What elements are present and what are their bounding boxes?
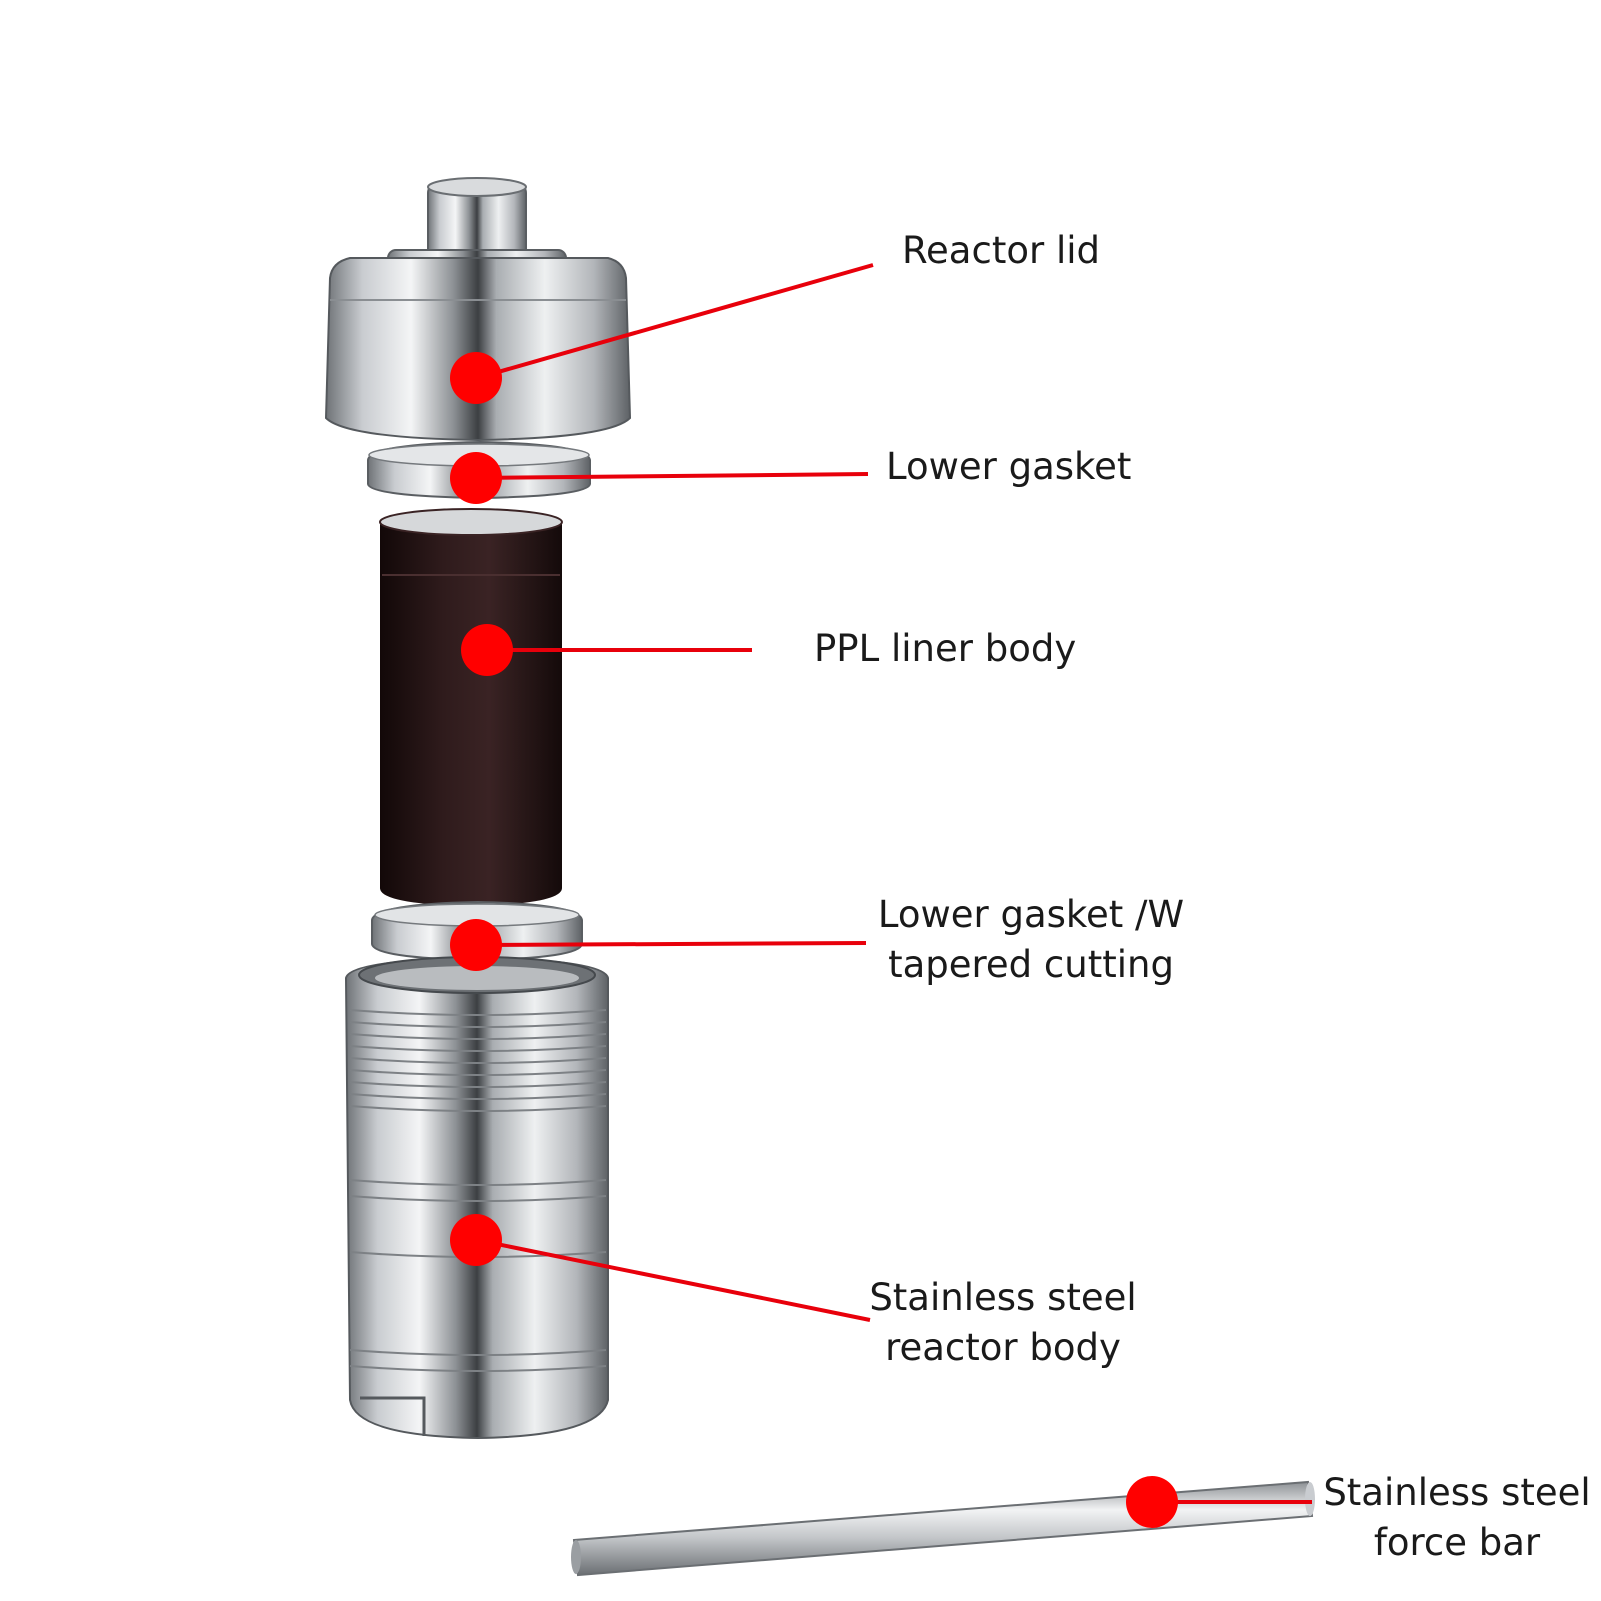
leader-lines [476, 263, 1312, 1504]
leader-reactor-lid [476, 263, 874, 380]
marker-force-bar [1126, 1476, 1178, 1528]
force-bar-part [571, 1480, 1315, 1577]
label-line: Lower gasket [886, 445, 1132, 488]
label-line: tapered cutting [888, 943, 1174, 986]
ppl-liner-part [379, 508, 563, 906]
marker-lower-gasket [450, 919, 502, 971]
leader-reactor-body [476, 1238, 871, 1322]
marker-ppl-liner-body [461, 624, 513, 676]
label-line: PPL liner body [814, 627, 1077, 670]
callout-markers [450, 352, 1178, 1528]
label-line: Stainless steel [1323, 1471, 1591, 1514]
label-force-bar: Stainless steel force bar [1322, 1468, 1592, 1568]
label-line: Reactor lid [902, 229, 1100, 272]
label-lower-gasket-tapered: Lower gasket /W tapered cutting [876, 890, 1186, 990]
marker-upper-gasket [450, 452, 502, 504]
label-line: Lower gasket /W [877, 893, 1185, 936]
marker-reactor-body [450, 1214, 502, 1266]
marker-reactor-lid [450, 352, 502, 404]
label-ppl-liner-body: PPL liner body [814, 624, 1076, 674]
leader-lower-gasket [476, 941, 867, 947]
label-line: Stainless steel [869, 1276, 1137, 1319]
label-reactor-body: Stainless steel reactor body [868, 1273, 1138, 1373]
reactor-body-part [344, 956, 609, 1440]
label-upper-gasket: Lower gasket [886, 442, 1131, 492]
label-line: force bar [1373, 1521, 1541, 1564]
label-reactor-lid: Reactor lid [902, 226, 1100, 276]
reactor-lid-part [324, 177, 632, 442]
leader-upper-gasket [476, 472, 869, 480]
label-line: reactor body [885, 1326, 1121, 1369]
